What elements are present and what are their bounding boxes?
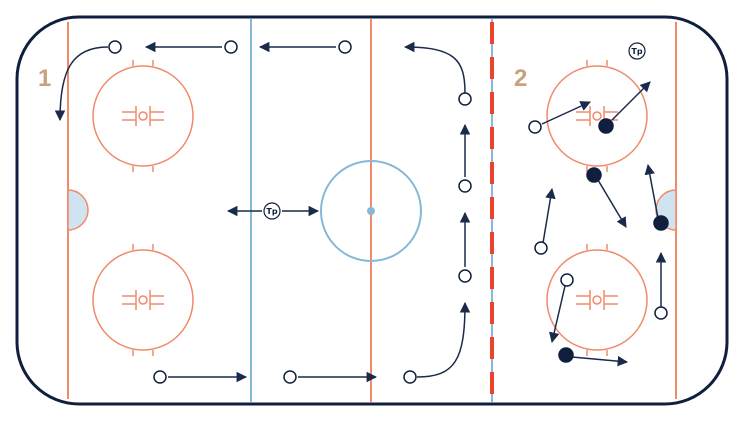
player-marker (108, 40, 122, 54)
goal-crease-left (67, 189, 89, 231)
svg-text:Tp: Tp (631, 47, 642, 56)
coach-marker-zone-2: Tp (628, 42, 646, 60)
player-marker (534, 241, 548, 255)
faceoff-circle-right-top (546, 60, 648, 172)
player-marker (403, 370, 417, 384)
player-marker-filled (653, 215, 669, 231)
player-marker-filled (598, 118, 614, 134)
coach-marker-center: Tp (263, 202, 281, 220)
faceoff-circle-left-bottom (92, 244, 194, 356)
faceoff-circle-right-bottom (546, 244, 648, 356)
player-marker (338, 40, 352, 54)
player-marker (560, 273, 574, 287)
player-marker (458, 179, 472, 193)
player-marker (654, 306, 668, 320)
players-zone-2 (528, 118, 669, 363)
center-faceoff-dot (367, 207, 375, 215)
drill-arrows-zone-1 (54, 41, 471, 383)
player-marker (458, 269, 472, 283)
player-marker (153, 370, 167, 384)
zone-number-2: 2 (514, 65, 527, 92)
player-marker (224, 40, 238, 54)
drill-arrows-zone-2 (541, 81, 667, 367)
player-marker-filled (558, 347, 574, 363)
players-zone-1 (108, 40, 472, 384)
player-marker (458, 92, 472, 106)
player-marker (528, 120, 542, 134)
center-faceoff-circle (320, 160, 422, 262)
faceoff-circle-left-top (92, 60, 194, 172)
player-marker-filled (586, 167, 602, 183)
svg-text:Tp: Tp (266, 207, 277, 216)
zone-number-1: 1 (38, 65, 51, 92)
player-marker (283, 370, 297, 384)
